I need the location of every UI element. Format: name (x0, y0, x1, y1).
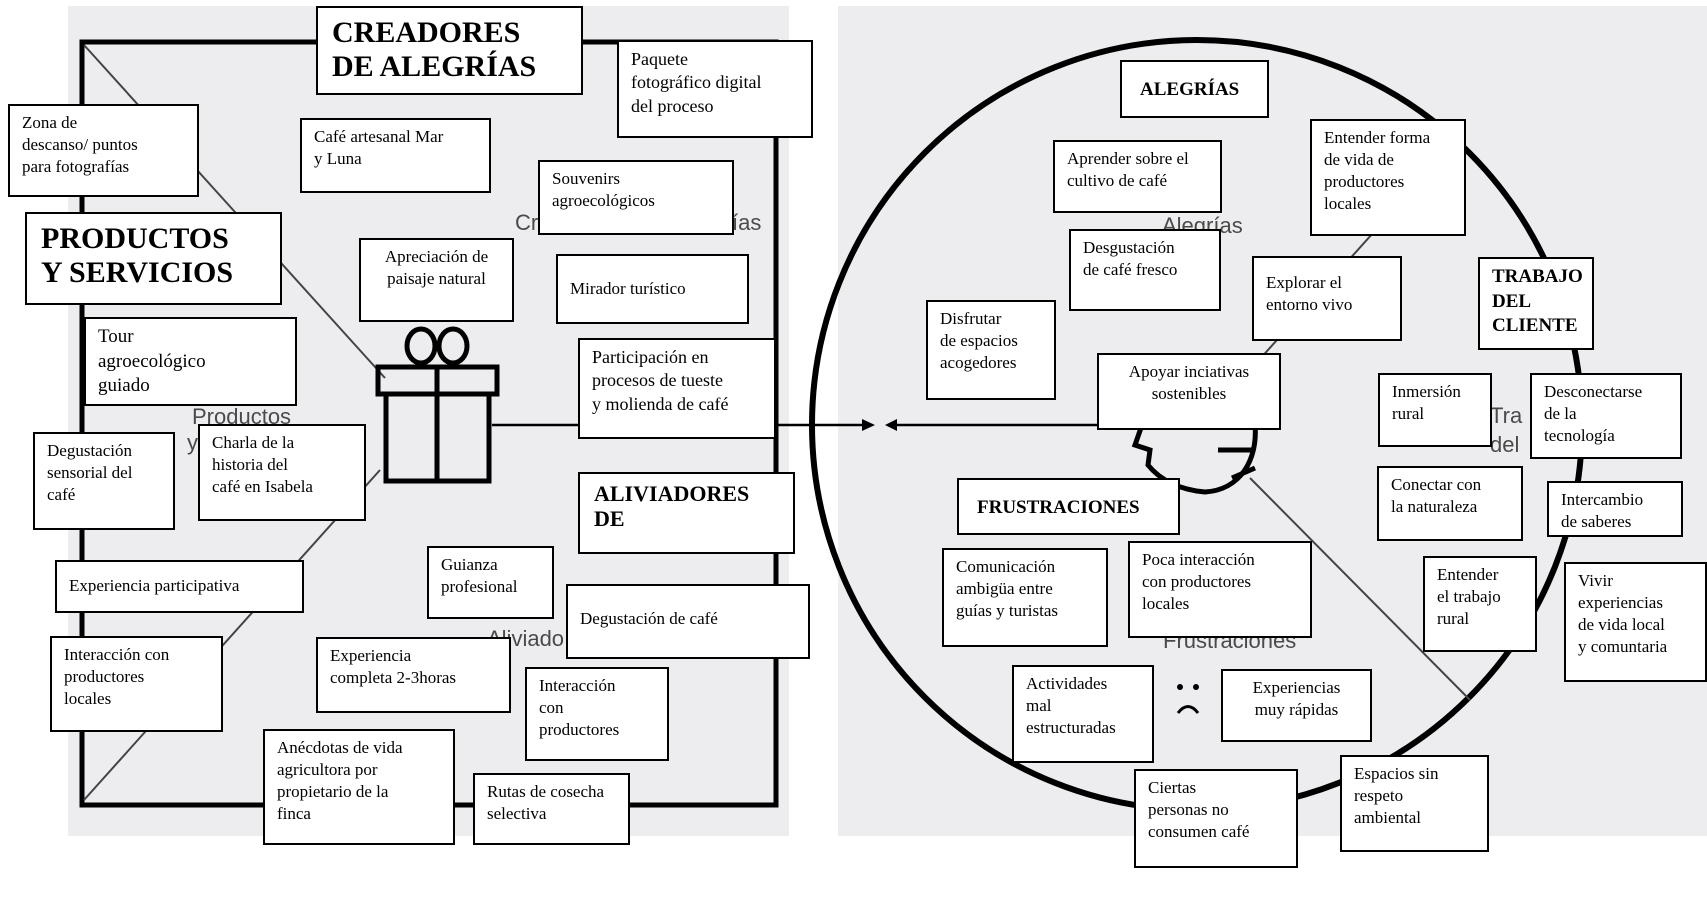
box-professional-guidance: Guianza profesional (427, 546, 554, 619)
box-support-sustainable-initiatives: Apoyar inciativas sostenibles (1097, 353, 1281, 430)
box-poorly-structured-activities: Actividades mal estructuradas (1012, 665, 1154, 763)
box-farm-anecdotes: Anécdotas de vida agricultora por propie… (263, 729, 455, 845)
heading-pain-relievers: ALIVIADORES DE (578, 472, 795, 554)
box-coffee-tasting: Degustación de café (566, 584, 810, 659)
ghost-label-creators-b: ías (732, 210, 762, 235)
box-photo-package: Paquete fotográfico digital del proceso (617, 40, 813, 138)
box-producer-interaction-2: Interacción con productores (525, 667, 669, 761)
box-no-environmental-respect: Espacios sin respeto ambiental (1340, 755, 1489, 852)
box-complete-experience: Experiencia completa 2-3horas (316, 637, 511, 713)
box-guided-tour: Tour agroecológico guiado (84, 317, 297, 406)
ghost-label-products-b: y (187, 430, 198, 455)
gift-icon (375, 326, 500, 484)
heading-gains: ALEGRÍAS (1120, 60, 1269, 118)
box-artisan-coffee: Café artesanal Mar y Luna (300, 118, 491, 193)
heading-creators-of-gains: CREADORES DE ALEGRÍAS (316, 6, 583, 95)
box-fresh-coffee-tasting: Desgustación de café fresco (1069, 229, 1221, 311)
box-understand-local-life: Entender forma de vida de productores lo… (1310, 119, 1466, 236)
heading-customer-jobs: TRABAJO DEL CLIENTE (1478, 257, 1594, 350)
value-map-diagonal-bottom (83, 469, 381, 801)
box-coffee-history-talk: Charla de la historia del café en Isabel… (198, 424, 366, 521)
box-ambiguous-communication: Comunicación ambigüa entre guías y turis… (942, 548, 1108, 647)
box-explore-environment: Explorar el entorno vivo (1252, 256, 1402, 341)
box-sensory-tasting: Degustación sensorial del café (33, 432, 175, 530)
box-agroecological-souvenirs: Souvenirs agroecológicos (538, 160, 734, 235)
box-knowledge-exchange: Intercambio de saberes (1547, 481, 1683, 537)
box-producer-interaction: Interacción con productores locales (50, 636, 223, 732)
heading-pains: FRUSTRACIONES (957, 478, 1180, 535)
box-roasting-participation: Participación en procesos de tueste y mo… (578, 338, 776, 439)
ghost-label-jobs-b: del (1490, 432, 1520, 457)
sad-face-icon (1176, 684, 1200, 714)
ghost-label-creators-a: Cr (515, 210, 539, 235)
ghost-label-jobs-a: Tra (1490, 403, 1523, 428)
box-participatory-experience: Experiencia participativa (55, 560, 304, 613)
box-disconnect-technology: Desconectarse de la tecnología (1530, 373, 1682, 459)
box-understand-rural-work: Entender el trabajo rural (1423, 556, 1537, 652)
box-landscape-appreciation: Apreciación de paisaje natural (359, 238, 514, 322)
box-little-producer-interaction: Poca interacción con productores locales (1128, 541, 1312, 638)
box-rural-immersion: Inmersión rural (1378, 373, 1492, 447)
box-non-coffee-drinkers: Ciertas personas no consumen café (1134, 769, 1298, 868)
box-live-local-experiences: Vivir experiencias de vida local y comun… (1564, 562, 1707, 682)
box-harvest-routes: Rutas de cosecha selectiva (473, 773, 630, 845)
box-rest-area: Zona de descanso/ puntos para fotografía… (8, 104, 199, 197)
box-enjoy-cozy-spaces: Disfrutar de espacios acogedores (926, 300, 1056, 400)
box-very-fast-experiences: Experiencias muy rápidas (1221, 669, 1372, 742)
box-connect-nature: Conectar con la naturaleza (1377, 466, 1523, 541)
box-learn-coffee-cultivation: Aprender sobre el cultivo de café (1053, 140, 1222, 213)
profile-divider-bottom (1249, 477, 1471, 701)
heading-products-services: PRODUCTOS Y SERVICIOS (25, 212, 282, 305)
box-scenic-viewpoint: Mirador turístico (556, 254, 749, 324)
value-map-diagonal-top (83, 44, 386, 379)
